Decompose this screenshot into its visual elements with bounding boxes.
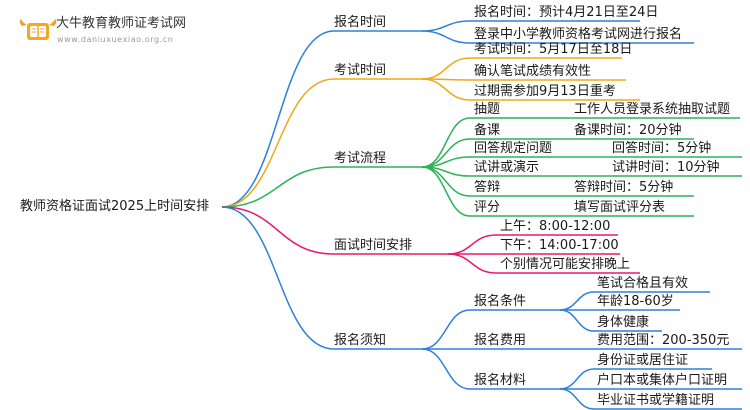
step-draw-topic: 抽题 <box>474 102 501 117</box>
step-defense: 答辩 <box>474 180 501 195</box>
branch-label-exam-time: 考试时间 <box>334 63 387 78</box>
connector-branch-2-leaf-5 <box>421 166 471 217</box>
connector-branch-4-sub-2-leaf-2 <box>559 388 595 410</box>
connector-root-to-branch-0 <box>221 30 335 208</box>
leaf-condition-health: 身体健康 <box>597 315 650 330</box>
leaf-exam-date: 考试时间：5月17日至18日 <box>474 42 633 57</box>
sub-materials: 报名材料 <box>474 373 527 388</box>
step-scoring: 评分 <box>474 200 501 215</box>
connector-branch-3-leaf-2 <box>447 253 497 274</box>
connector-branch-4-sub-0 <box>421 309 471 350</box>
connector-branch-1-leaf-2 <box>421 78 471 101</box>
step-answer-detail: 回答时间：5分钟 <box>612 141 712 156</box>
leaf-material-diploma: 毕业证书或学籍证明 <box>597 393 715 408</box>
leaf-evening: 个别情况可能安排晚上 <box>500 257 631 272</box>
connector-branch-4-sub-0-leaf-2 <box>559 309 595 332</box>
branch-label-registration-notes: 报名须知 <box>334 333 387 348</box>
step-answer: 回答规定问题 <box>474 141 553 156</box>
leaf-retake: 过期需参加9月13日重考 <box>474 84 616 99</box>
sub-fee: 报名费用 <box>474 333 527 348</box>
mindmap-root: 教师资格证面试2025上时间安排 <box>20 199 210 214</box>
branch-label-exam-process: 考试流程 <box>334 151 387 166</box>
connector-root-to-branch-1 <box>221 78 335 208</box>
connector-branch-4-sub-2 <box>421 348 471 390</box>
brand-url: www.daniuxuexiao.org.cn <box>57 35 174 44</box>
sub-conditions: 报名条件 <box>474 294 527 309</box>
brand-name: 大牛教育教师证考试网 <box>56 16 187 31</box>
connector-root-to-branch-2 <box>221 166 335 208</box>
connector-branch-4-sub-0-leaf-0 <box>559 291 595 311</box>
branch-label-registration-time: 报名时间 <box>334 15 387 30</box>
leaf-material-id: 身份证或居住证 <box>597 353 689 368</box>
step-lecture: 试讲或演示 <box>474 160 540 175</box>
connector-branch-0-leaf-1 <box>421 30 471 44</box>
branch-label-interview-schedule: 面试时间安排 <box>334 238 413 253</box>
leaf-confirm-score: 确认笔试成绩有效性 <box>474 64 592 79</box>
connector-branch-3-leaf-0 <box>447 234 497 255</box>
leaf-condition-age: 年龄18-60岁 <box>597 294 674 309</box>
leaf-afternoon: 下午：14:00-17:00 <box>500 238 619 253</box>
connector-branch-4-sub-2-leaf-0 <box>559 368 595 390</box>
step-defense-detail: 答辩时间：5分钟 <box>574 180 674 195</box>
bull-book-logo-icon <box>19 19 57 40</box>
connector-branch-1-leaf-0 <box>421 57 471 80</box>
step-scoring-detail: 填写面试评分表 <box>574 200 666 215</box>
leaf-condition-written-exam: 笔试合格且有效 <box>597 276 689 291</box>
step-lecture-detail: 试讲时间：10分钟 <box>612 160 720 175</box>
connector-branch-0-leaf-0 <box>421 20 471 32</box>
step-prepare: 备课 <box>474 123 501 138</box>
connector-branch-2-leaf-0 <box>421 117 471 168</box>
leaf-fee-range: 费用范围：200-350元 <box>597 333 730 348</box>
leaf-material-hukou: 户口本或集体户口证明 <box>597 373 728 388</box>
leaf-registration-site: 登录中小学教师资格考试网进行报名 <box>474 27 683 42</box>
step-draw-topic-detail: 工作人员登录系统抽取试题 <box>574 102 731 117</box>
leaf-morning: 上午：8:00-12:00 <box>500 219 611 234</box>
connector-root-to-branch-4 <box>221 206 335 350</box>
step-prepare-detail: 备课时间：20分钟 <box>574 123 682 138</box>
leaf-registration-date: 报名时间：预计4月21日至24日 <box>474 5 659 20</box>
connector-root-to-branch-3 <box>221 206 335 255</box>
